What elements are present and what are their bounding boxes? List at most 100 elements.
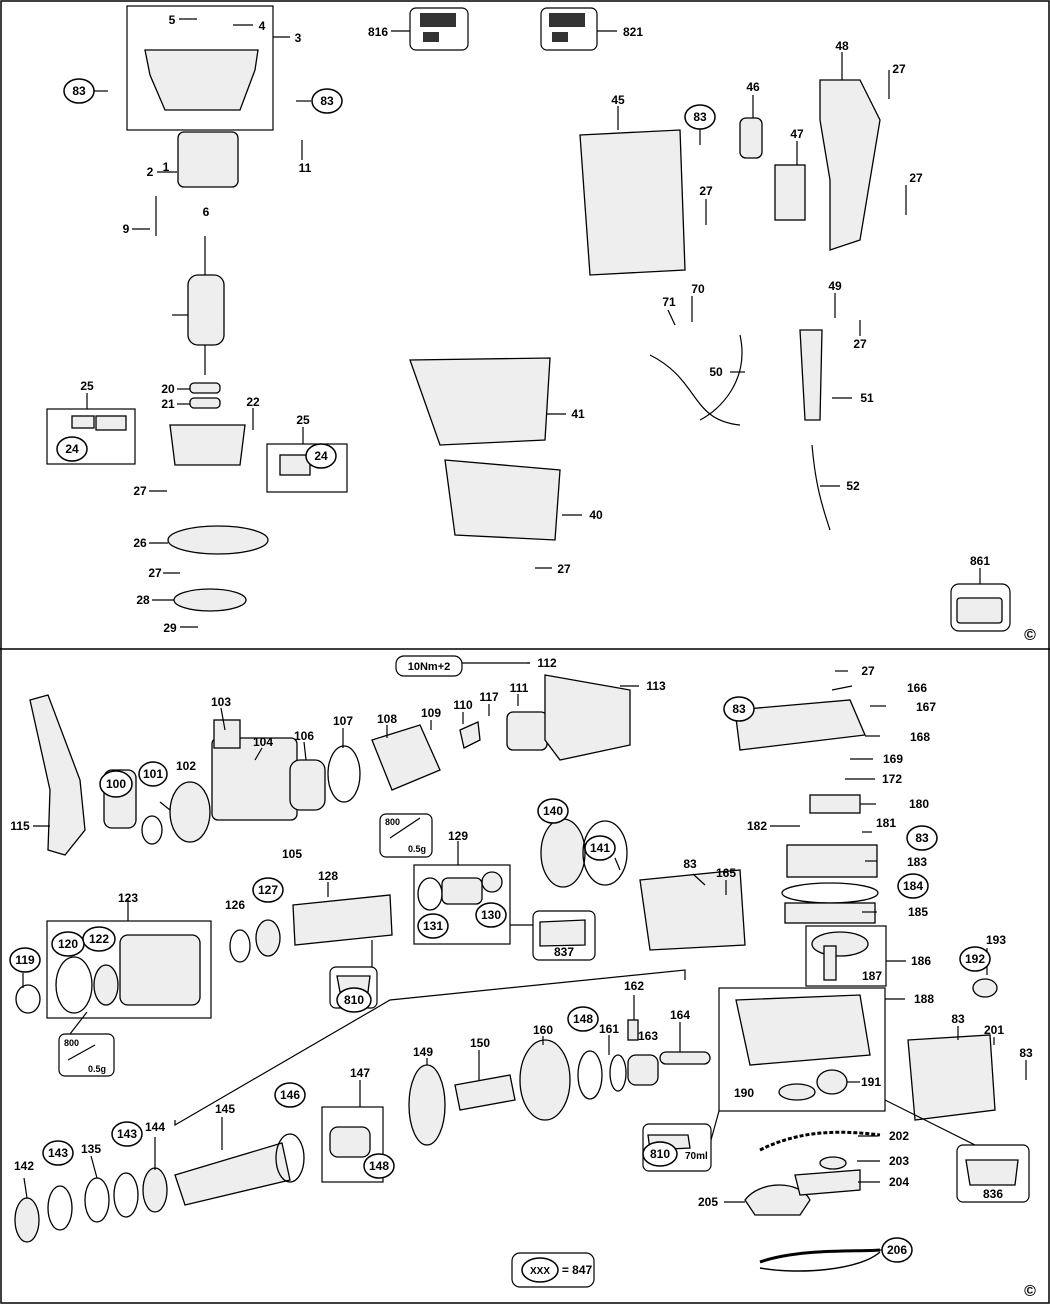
- label-27a: 27: [133, 484, 147, 498]
- label-83i: 83: [951, 1012, 965, 1026]
- circle-148b: 148: [369, 1159, 389, 1173]
- circle-140: 140: [543, 804, 563, 818]
- circle-192: 192: [965, 952, 985, 966]
- label-51: 51: [860, 391, 874, 405]
- label-185: 185: [908, 905, 928, 919]
- circle-120: 120: [58, 937, 78, 951]
- label-150: 150: [470, 1036, 490, 1050]
- circle-127: 127: [258, 883, 278, 897]
- label-45: 45: [611, 93, 625, 107]
- label-47: 47: [790, 127, 804, 141]
- label-21: 21: [161, 397, 175, 411]
- box-70ml: 70ml: [685, 1151, 708, 1162]
- label-25b: 25: [296, 413, 310, 427]
- label-202: 202: [889, 1129, 909, 1143]
- label-46: 46: [746, 80, 760, 94]
- box-800a: 800: [385, 817, 400, 827]
- label-126: 126: [225, 898, 245, 912]
- circle-148a: 148: [573, 1012, 593, 1026]
- label-52: 52: [846, 479, 860, 493]
- label-180: 180: [909, 797, 929, 811]
- label-27g: 27: [853, 337, 867, 351]
- label-49: 49: [828, 279, 842, 293]
- label-112: 112: [537, 656, 557, 670]
- label-115: 115: [10, 819, 30, 833]
- label-27e: 27: [892, 62, 906, 76]
- label-181: 181: [876, 816, 896, 830]
- label-20: 20: [161, 382, 175, 396]
- label-164: 164: [670, 1008, 690, 1022]
- box-05a: 0.5g: [408, 844, 426, 854]
- label-83h: 83: [683, 857, 697, 871]
- label-107: 107: [333, 714, 353, 728]
- label-27f: 27: [909, 171, 923, 185]
- label-83j: 83: [1019, 1046, 1033, 1060]
- circle-130: 130: [481, 908, 501, 922]
- label-162: 162: [624, 979, 644, 993]
- label-48: 48: [835, 39, 849, 53]
- label-821: 821: [623, 25, 643, 39]
- label-135: 135: [81, 1142, 101, 1156]
- label-28: 28: [136, 593, 150, 607]
- label-861: 861: [970, 554, 990, 568]
- label-70: 70: [691, 282, 705, 296]
- label-147: 147: [350, 1066, 370, 1080]
- label-4: 4: [259, 19, 266, 33]
- label-26: 26: [133, 536, 147, 550]
- circle-83b: 83: [320, 94, 334, 108]
- label-40: 40: [589, 508, 603, 522]
- label-161: 161: [599, 1022, 619, 1036]
- label-27c: 27: [557, 562, 571, 576]
- box-837: 837: [554, 945, 574, 959]
- label-816: 816: [368, 25, 388, 39]
- label-168: 168: [910, 730, 930, 744]
- label-149: 149: [413, 1045, 433, 1059]
- circle-102: 102: [176, 759, 196, 773]
- label-104: 104: [253, 735, 273, 749]
- circle-83c: 83: [693, 110, 707, 124]
- label-22: 22: [246, 395, 260, 409]
- circle-83e: 83: [915, 831, 929, 845]
- label-163: 163: [638, 1029, 658, 1043]
- label-111: 111: [510, 681, 529, 695]
- label-193: 193: [986, 933, 1006, 947]
- copyright-bottom: ©: [1024, 1283, 1036, 1300]
- label-2: 2: [147, 165, 154, 179]
- label-103: 103: [211, 695, 231, 709]
- label-5: 5: [169, 13, 176, 27]
- label-169: 169: [883, 752, 903, 766]
- circle-131: 131: [423, 919, 443, 933]
- box-836: 836: [983, 1187, 1003, 1201]
- circle-83d: 83: [732, 702, 746, 716]
- label-106: 106: [294, 729, 314, 743]
- circle-810a: 810: [344, 993, 364, 1007]
- label-117: 117: [479, 690, 499, 704]
- label-29: 29: [163, 621, 177, 635]
- label-1: 1: [163, 160, 170, 174]
- circle-122: 122: [89, 932, 109, 946]
- label-183: 183: [907, 855, 927, 869]
- box-05b: 0.5g: [88, 1064, 106, 1074]
- label-41: 41: [571, 407, 585, 421]
- label-105: 105: [282, 847, 302, 861]
- legend-847: = 847: [562, 1263, 593, 1277]
- label-123: 123: [118, 891, 138, 905]
- label-27d: 27: [699, 184, 713, 198]
- label-129: 129: [448, 829, 468, 843]
- label-190: 190: [734, 1086, 754, 1100]
- label-144: 144: [145, 1120, 165, 1134]
- label-128: 128: [318, 869, 338, 883]
- label-3: 3: [295, 31, 302, 45]
- circle-146: 146: [280, 1088, 300, 1102]
- label-165: 165: [716, 866, 736, 880]
- circle-101: 101: [143, 767, 163, 781]
- label-167: 167: [916, 700, 936, 714]
- label-108: 108: [377, 712, 397, 726]
- legend-xxx: XXX: [530, 1266, 550, 1277]
- circle-810b: 810: [650, 1147, 670, 1161]
- label-6: 6: [203, 205, 210, 219]
- label-27h: 27: [861, 664, 875, 678]
- circle-206: 206: [887, 1243, 907, 1257]
- label-50: 50: [709, 365, 723, 379]
